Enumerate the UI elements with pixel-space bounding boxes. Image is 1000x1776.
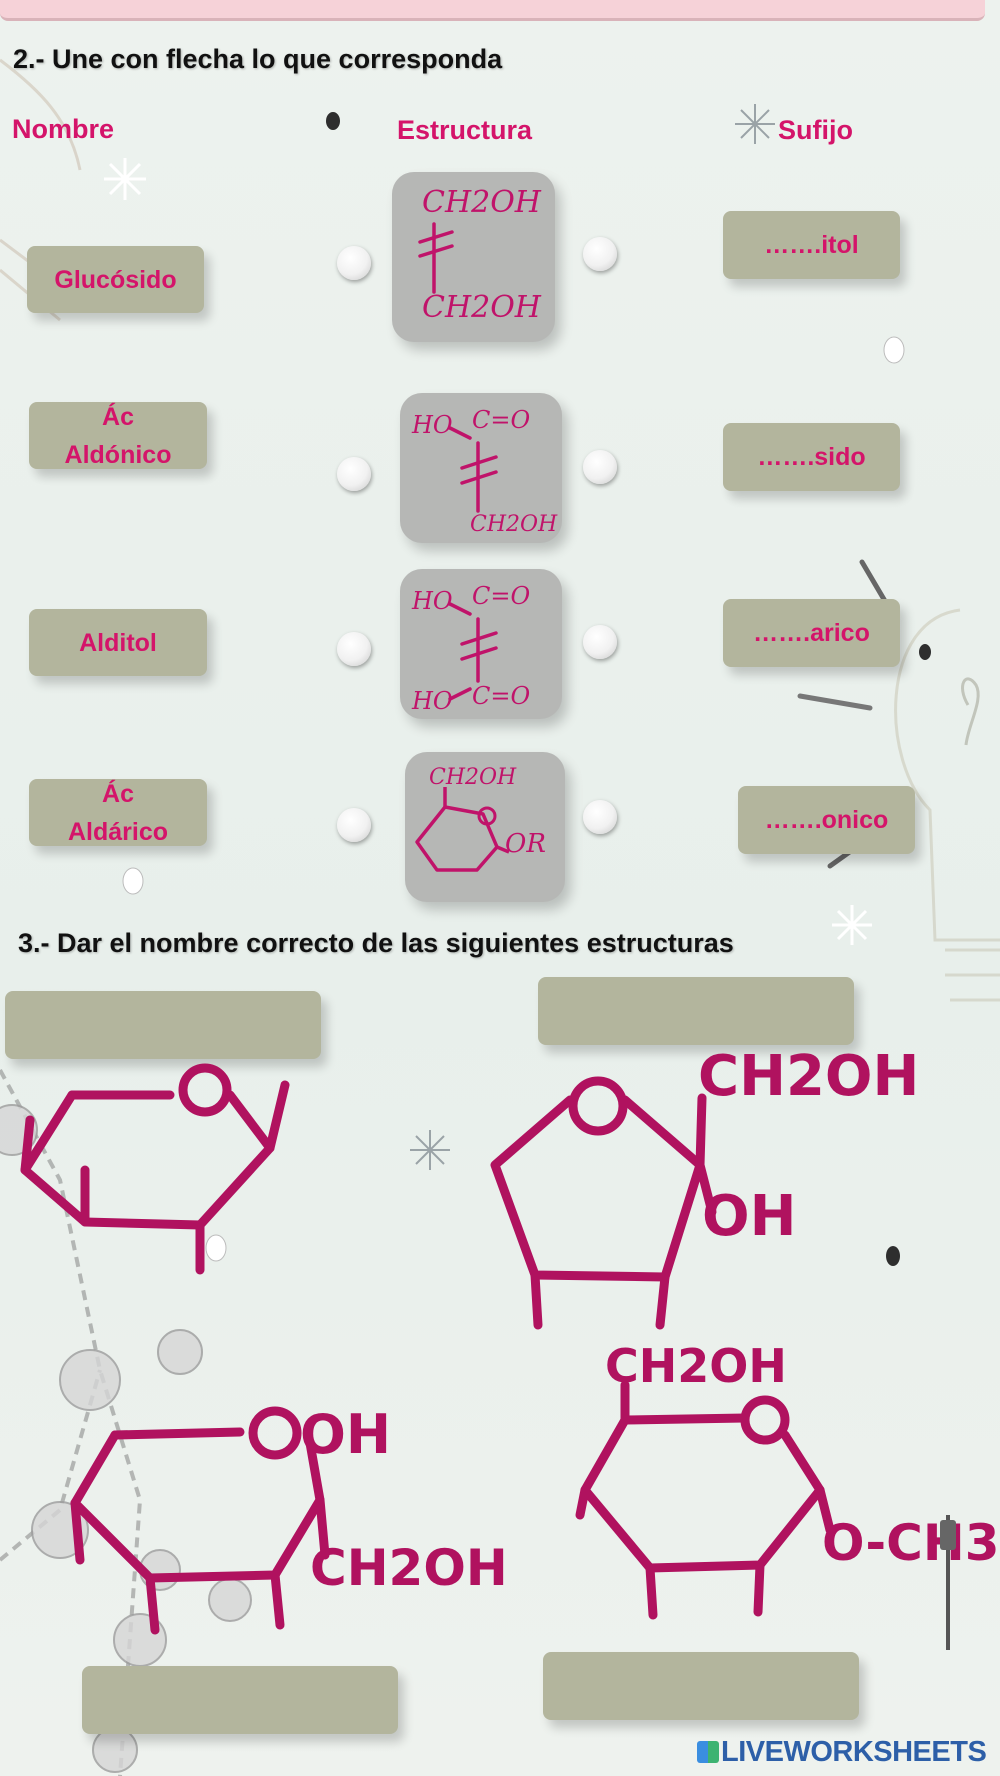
answer-field-3[interactable] bbox=[82, 1666, 398, 1734]
name-box-ac-aldarico[interactable]: Ác Aldárico bbox=[29, 779, 207, 846]
structure-label: HO bbox=[411, 587, 453, 615]
structure-label: CH2OH bbox=[310, 1539, 508, 1597]
answer-field-1[interactable] bbox=[5, 991, 321, 1059]
pyranose-oh-ring-icon: OH CH2OH bbox=[70, 1403, 508, 1635]
structure-drawing-1 bbox=[0, 1060, 320, 1280]
structure-card-1: CH2OH CH2OH bbox=[392, 172, 555, 342]
furanose-ring-icon: CH2OH OH bbox=[490, 1044, 919, 1330]
section-2-heading: 2.- Une con flecha lo que corresponda bbox=[13, 44, 503, 74]
structure-drawing-4: CH2OH O-CH3 bbox=[560, 1339, 1000, 1640]
structure-label: C=O bbox=[472, 582, 530, 610]
structure-drawing-3: OH CH2OH bbox=[60, 1385, 508, 1645]
structure-label: C=O bbox=[472, 682, 530, 710]
glycoside-ring-structure-icon: CH2OH OR bbox=[415, 765, 546, 872]
suffix-label: …….itol bbox=[764, 231, 859, 259]
suffix-box-arico[interactable]: …….arico bbox=[723, 599, 900, 667]
liveworksheets-logo-icon bbox=[697, 1741, 719, 1763]
match-dot-right-3[interactable] bbox=[583, 625, 617, 659]
section-3-heading: 3.- Dar el nombre correcto de las siguie… bbox=[18, 928, 734, 958]
name-box-ac-aldonico[interactable]: Ác Aldónico bbox=[29, 402, 207, 469]
structure-label: CH2OH bbox=[698, 1044, 919, 1109]
match-dot-right-1[interactable] bbox=[583, 237, 617, 271]
aldaric-acid-structure-icon: HO C=O HO C=O bbox=[411, 582, 530, 715]
structure-label: OH bbox=[300, 1403, 391, 1466]
structure-label: CH2OH bbox=[422, 185, 542, 220]
liveworksheets-logo: LIVEWORKSHEETS bbox=[697, 1736, 987, 1769]
match-dot-left-3[interactable] bbox=[337, 632, 371, 666]
structure-label: HO bbox=[411, 687, 453, 715]
pyranose-ring-icon bbox=[20, 1063, 290, 1275]
name-label: Glucósido bbox=[54, 265, 177, 294]
match-dot-left-1[interactable] bbox=[337, 246, 371, 280]
column-header-sufijo: Sufijo bbox=[778, 115, 853, 145]
structure-card-3: HO C=O HO C=O bbox=[400, 569, 562, 719]
structure-label: O-CH3 bbox=[822, 1514, 1000, 1572]
match-dot-right-4[interactable] bbox=[583, 800, 617, 834]
structure-label: CH2OH bbox=[422, 290, 542, 325]
column-header-nombre: Nombre bbox=[12, 114, 115, 144]
match-dot-right-2[interactable] bbox=[583, 450, 617, 484]
methyl-glycoside-ring-icon: CH2OH O-CH3 bbox=[575, 1339, 1000, 1620]
structure-label: HO bbox=[411, 411, 453, 439]
structure-label: OR bbox=[505, 829, 546, 859]
dialcohol-structure-icon: CH2OH CH2OH bbox=[418, 185, 542, 325]
name-label: Ác Aldónico bbox=[64, 402, 172, 469]
suffix-box-onico[interactable]: …….onico bbox=[738, 786, 915, 854]
structure-label: CH2OH bbox=[429, 765, 517, 790]
column-header-estructura: Estructura bbox=[397, 115, 533, 145]
pipette-icon bbox=[940, 1515, 956, 1650]
answer-field-4[interactable] bbox=[543, 1652, 859, 1720]
suffix-box-itol[interactable]: …….itol bbox=[723, 211, 900, 279]
aldonic-acid-structure-icon: HO C=O CH2OH bbox=[411, 406, 558, 537]
match-dot-left-4[interactable] bbox=[337, 808, 371, 842]
name-box-glucosido[interactable]: Glucósido bbox=[27, 246, 204, 313]
suffix-label: …….sido bbox=[757, 443, 866, 471]
structure-label: CH2OH bbox=[605, 1339, 787, 1393]
structure-card-4: CH2OH OR bbox=[405, 752, 565, 902]
structure-drawing-2: CH2OH OH bbox=[480, 1040, 919, 1340]
suffix-label: …….onico bbox=[764, 806, 889, 834]
name-box-alditol[interactable]: Alditol bbox=[29, 609, 207, 676]
structure-label: C=O bbox=[472, 406, 530, 434]
suffix-box-sido[interactable]: …….sido bbox=[723, 423, 900, 491]
structure-label: CH2OH bbox=[470, 512, 558, 537]
suffix-label: …….arico bbox=[753, 619, 870, 647]
structure-card-2: HO C=O CH2OH bbox=[400, 393, 562, 543]
name-label: Ác Aldárico bbox=[67, 779, 169, 846]
top-bar bbox=[0, 0, 985, 21]
logo-text: LIVEWORKSHEETS bbox=[721, 1736, 987, 1768]
answer-field-2[interactable] bbox=[538, 977, 854, 1045]
structure-label: OH bbox=[702, 1184, 796, 1249]
name-label: Alditol bbox=[79, 628, 157, 657]
match-dot-left-2[interactable] bbox=[337, 457, 371, 491]
